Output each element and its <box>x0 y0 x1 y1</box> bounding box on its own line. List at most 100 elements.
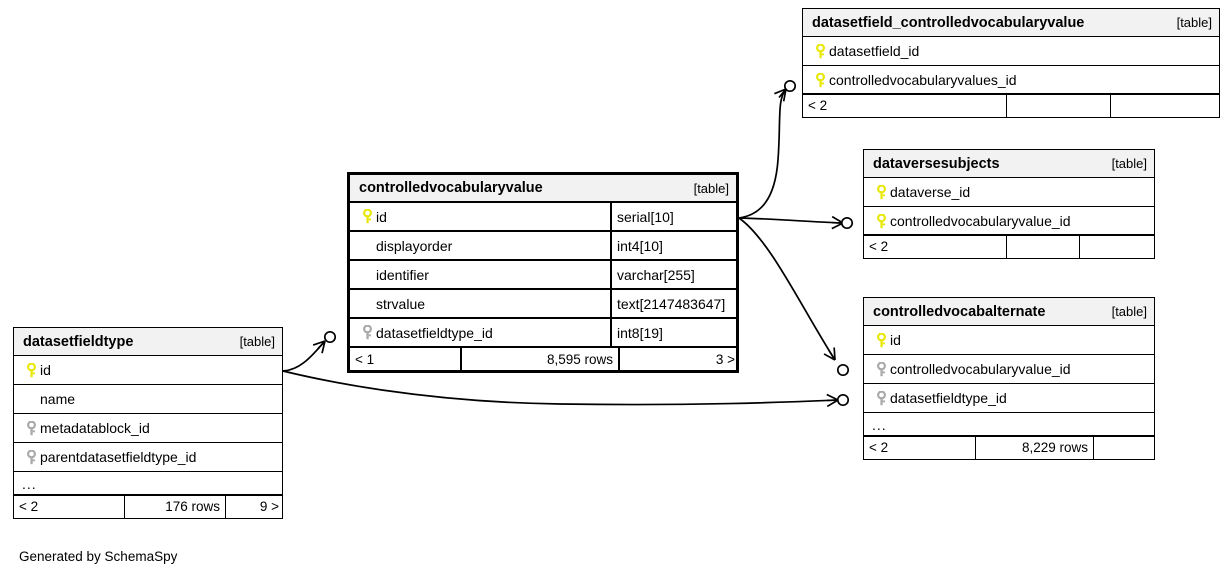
table-header: controlledvocabularyvalue [table] <box>350 175 736 203</box>
table-column-row[interactable]: id <box>864 326 1154 355</box>
table-title: datasetfieldtype <box>23 333 134 350</box>
table-column-row[interactable]: controlledvocabularyvalue_id <box>864 207 1154 236</box>
table-title: controlledvocabalternate <box>873 303 1046 320</box>
table-column-row[interactable]: metadatablock_id <box>14 414 282 443</box>
column-name-cell: strvalue <box>350 290 610 317</box>
table-column-row[interactable]: datasetfieldtype_id <box>864 384 1154 413</box>
column-name: identifier <box>376 266 429 283</box>
foreign-key-icon <box>872 361 890 377</box>
table-column-row[interactable]: controlledvocabularyvalues_id <box>803 66 1219 95</box>
primary-key-icon <box>358 209 376 224</box>
edge-cvv-to-dataversesubjects <box>738 215 854 230</box>
generated-by-note: Generated by SchemaSpy <box>19 549 178 564</box>
prev-page-link[interactable]: < 1 <box>355 351 375 367</box>
table-column-row[interactable]: dataverse_id <box>864 178 1154 207</box>
foreign-key-icon <box>872 390 890 406</box>
column-name-cell: identifier <box>350 261 610 288</box>
column-name-cell: datasetfieldtype_id <box>864 384 1154 412</box>
primary-key-icon <box>872 332 890 348</box>
table-column-row[interactable]: name <box>14 385 282 414</box>
table-column-row[interactable]: controlledvocabularyvalue_id <box>864 355 1154 384</box>
column-type-cell: serial[10] <box>610 203 736 230</box>
edge-datasetfieldtype-to-cvv <box>282 330 337 372</box>
prev-page-link[interactable]: < 2 <box>808 98 828 114</box>
column-type-cell: varchar[255] <box>610 261 736 288</box>
prev-page-link[interactable]: < 2 <box>869 239 889 255</box>
table-header: datasetfield_controlledvocabularyvalue[t… <box>803 9 1219 37</box>
table-footer: < 2 <box>803 93 1219 118</box>
next-page-link[interactable]: 3 > <box>618 348 740 371</box>
table-controlledvocabalternate[interactable]: controlledvocabalternate [table] id control… <box>863 297 1155 461</box>
table-title: datasetfield_controlledvocabularyvalue <box>812 14 1085 31</box>
table-type-tag: [table] <box>239 334 275 349</box>
table-type-tag: [table] <box>1111 156 1147 171</box>
table-type-tag: [table] <box>693 180 729 196</box>
column-name-cell: controlledvocabularyvalues_id <box>803 66 1219 94</box>
table-column-row[interactable]: strvalue text[2147483647] <box>350 290 736 319</box>
row-count: 176 rows <box>124 495 225 519</box>
column-name: displayorder <box>376 237 453 254</box>
table-header: datasetfieldtype [table] <box>14 328 282 356</box>
edge-cvv-to-datasetfield-cvv <box>738 79 797 219</box>
row-count: 8,595 rows <box>460 348 618 371</box>
primary-key-icon <box>811 43 829 59</box>
table-column-row[interactable]: id serial[10] <box>350 203 736 232</box>
primary-key-icon <box>872 184 890 200</box>
column-type-cell: int8[19] <box>610 319 736 346</box>
edge-cvv-to-controlledvocabalternate <box>738 217 850 377</box>
prev-page-link[interactable]: < 2 <box>869 440 889 456</box>
column-name: dataverse_id <box>890 184 971 200</box>
prev-page-link[interactable]: < 2 <box>19 499 39 515</box>
column-name: name <box>40 391 76 407</box>
table-controlledvocabularyvalue[interactable]: controlledvocabularyvalue [table] id serial… <box>347 172 739 374</box>
column-type-cell: text[2147483647] <box>610 290 736 317</box>
column-name: parentdatasetfieldtype_id <box>40 449 197 465</box>
table-title: controlledvocabularyvalue <box>359 180 543 196</box>
row-count <box>1006 235 1079 259</box>
primary-key-icon <box>811 72 829 88</box>
column-name: controlledvocabularyvalues_id <box>829 72 1017 88</box>
column-name-cell: displayorder <box>350 232 610 259</box>
column-name-cell: metadatablock_id <box>14 414 282 442</box>
table-column-row[interactable]: parentdatasetfieldtype_id <box>14 443 282 472</box>
table-datasetfield_controlledvocabularyvalue[interactable]: datasetfield_controlledvocabularyvalue[t… <box>802 8 1220 119</box>
column-name: id <box>890 332 901 348</box>
next-page-link[interactable]: 9 > <box>225 495 284 519</box>
more-columns-ellipsis: ... <box>14 472 282 496</box>
table-column-row[interactable]: id <box>14 356 282 385</box>
table-datasetfieldtype[interactable]: datasetfieldtype [table] id name metadatablo… <box>13 327 284 520</box>
column-name-cell: datasetfieldtype_id <box>350 319 610 346</box>
table-header: controlledvocabalternate [table] <box>864 298 1154 326</box>
column-name-cell: id <box>14 356 282 384</box>
column-name-cell: parentdatasetfieldtype_id <box>14 443 282 471</box>
foreign-key-icon <box>358 325 376 340</box>
next-page-link[interactable] <box>1079 235 1154 259</box>
table-header: dataversesubjects [table] <box>864 150 1154 178</box>
table-footer: < 2 <box>864 234 1154 259</box>
next-page-link[interactable] <box>1093 436 1154 460</box>
table-type-tag: [table] <box>1111 304 1147 319</box>
column-name: strvalue <box>376 295 426 312</box>
next-page-link[interactable] <box>1110 94 1219 118</box>
column-name-cell: controlledvocabularyvalue_id <box>864 355 1154 383</box>
column-name: controlledvocabularyvalue_id <box>890 361 1071 377</box>
table-column-row[interactable]: identifier varchar[255] <box>350 261 736 290</box>
column-name-cell: name <box>14 385 282 413</box>
column-name: metadatablock_id <box>40 420 150 436</box>
table-title: dataversesubjects <box>873 155 1000 172</box>
primary-key-icon <box>872 213 890 229</box>
column-name: datasetfield_id <box>829 43 920 59</box>
column-name: datasetfieldtype_id <box>376 324 493 341</box>
table-column-row[interactable]: datasetfieldtype_id int8[19] <box>350 319 736 348</box>
table-column-row[interactable]: datasetfield_id <box>803 37 1219 66</box>
more-columns-ellipsis: ... <box>864 413 1154 437</box>
column-name-cell: id <box>864 326 1154 354</box>
column-name: id <box>376 208 387 225</box>
column-name-cell: id <box>350 203 610 230</box>
